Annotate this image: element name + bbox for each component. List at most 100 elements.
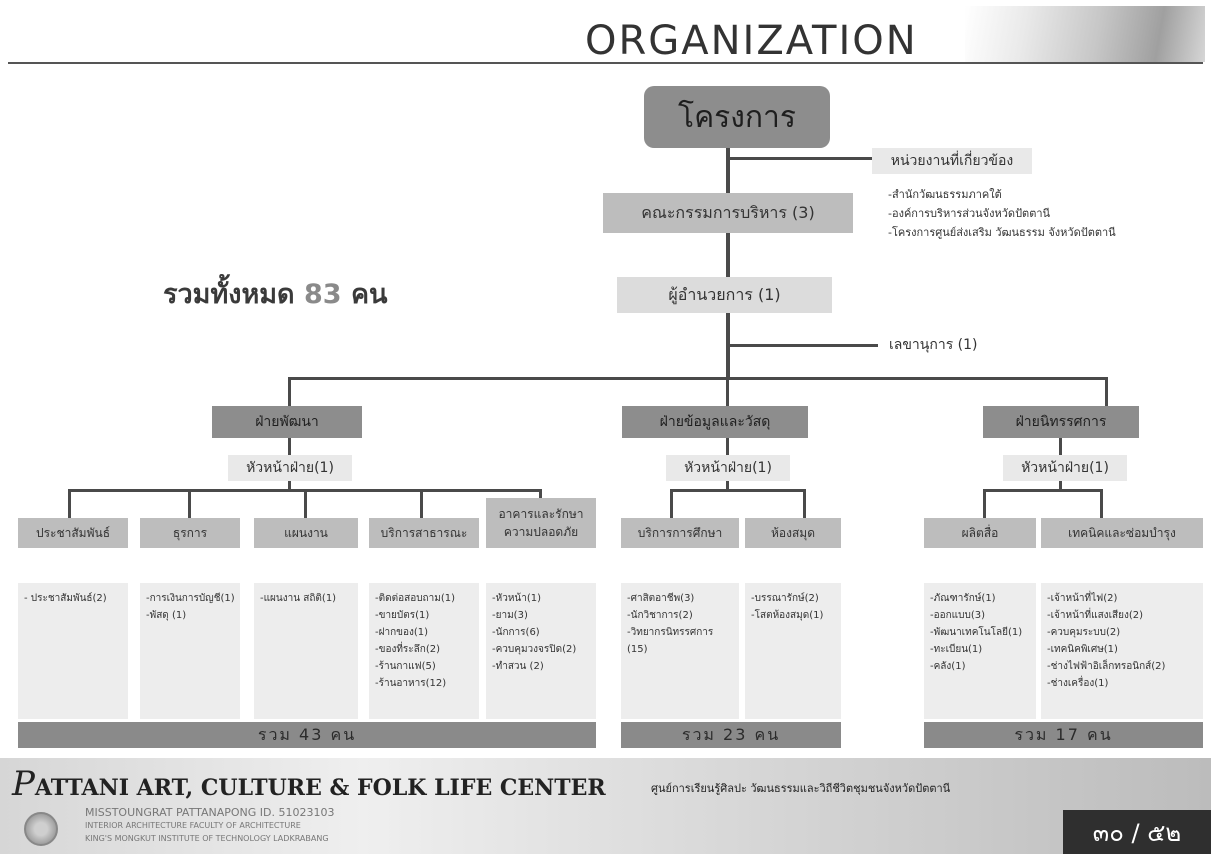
staff-item: -บรรณารักษ์(2) [751,593,819,604]
unit-public-service: บริการสาธารณะ [369,518,479,548]
connector [726,481,729,492]
connector [288,438,291,456]
staff-item: -ร้านกาแฟ(5) [375,661,436,672]
staff-item: (15) [627,644,648,655]
staff-planning: -แผนงาน สถิติ(1) [254,583,358,719]
connector [730,157,872,160]
connector [670,489,806,492]
staff-administration: -การเงินการบัญชี(1) -พัสดุ (1) [140,583,240,719]
staff-item: -ขายบัตร(1) [375,610,430,621]
unit-library: ห้องสมุด [745,518,841,548]
unit-media-production: ผลิตสื่อ [924,518,1036,548]
staff-item: -ติดต่อสอบถาม(1) [375,593,455,604]
header-photo [965,6,1205,62]
staff-item: -ควบคุมวงจรปิด(2) [492,644,577,655]
staff-public-relations: - ประชาสัมพันธ์(2) [18,583,128,719]
staff-item: -หัวหน้า(1) [492,593,542,604]
related-agency: -โครงการศูนย์ส่งเสริม วัฒนธรรม จังหวัดปั… [888,226,1116,239]
connector [188,489,191,519]
connector [670,489,673,519]
staff-item: -ร้านอาหาร(12) [375,678,447,689]
footer-subtitle: ศูนย์การเรียนรู้ศิลปะ วัฒนธรรมและวิถีชีว… [651,782,951,795]
staff-technical-maintenance: -เจ้าหน้าที่ไฟ(2) -เจ้าหน้าที่แสงเสียง(2… [1041,583,1203,719]
staff-item: -เจ้าหน้าที่ไฟ(2) [1047,593,1118,604]
staff-item: -ของที่ระลึก(2) [375,644,441,655]
connector [730,344,878,347]
division-development: ฝ่ายพัฒนา [212,406,362,438]
related-agency: -สำนักวัฒนธรรมภาคใต้ [888,188,1002,201]
total-information: รวม 23 คน [621,722,841,748]
staff-item: -แผนงาน สถิติ(1) [260,593,337,604]
connector [983,489,986,519]
head-information: หัวหน้าฝ่าย(1) [666,455,790,481]
unit-public-relations: ประชาสัมพันธ์ [18,518,128,548]
connector [288,377,1108,380]
connector [288,481,291,492]
author-info: MISSTOUNGRAT PATTANAPONG ID. 51023103 IN… [85,806,334,845]
connector [726,438,729,456]
staff-item: -ทะเบียน(1) [930,644,983,655]
related-agency: -องค์การบริหารส่วนจังหวัดปัตตานี [888,207,1051,220]
connector [288,377,291,407]
total-count: 83 [303,279,342,310]
staff-library: -บรรณารักษ์(2) -โสตห้องสมุด(1) [745,583,841,719]
page-title: ORGANIZATION [585,18,918,64]
header-rule [8,62,1203,64]
connector [1059,438,1062,456]
footer: PATTANI ART, CULTURE & FOLK LIFE CENTER … [0,758,1211,854]
secretary-label: เลขานุการ (1) [889,337,978,353]
brand-name: ATTANI ART, CULTURE & FOLK LIFE CENTER [34,775,606,801]
staff-item: -การเงินการบัญชี(1) [146,593,235,604]
staff-item: -วิทยากรนิทรรศการ [627,627,714,638]
staff-item: -เจ้าหน้าที่แสงเสียง(2) [1047,610,1143,621]
connector [420,489,423,519]
connector [726,146,730,194]
connector [726,312,730,379]
footer-brand: PATTANI ART, CULTURE & FOLK LIFE CENTER [12,764,606,804]
staff-public-service: -ติดต่อสอบถาม(1) -ขายบัตร(1) -ฝากของ(1) … [369,583,479,719]
director-box: ผู้อำนวยการ (1) [617,277,832,313]
staff-item: -ช่างไฟฟ้าอิเล็กทรอนิกส์(2) [1047,661,1166,672]
staff-item: -ยาม(3) [492,610,528,621]
connector [1105,377,1108,407]
committee-box: คณะกรรมการบริหาร (3) [603,193,853,233]
unit-building-security: อาคารและรักษา ความปลอดภัย [486,498,596,548]
staff-item: -ภัณฑารักษ์(1) [930,593,996,604]
unit-administration: ธุรการ [140,518,240,548]
head-exhibition: หัวหน้าฝ่าย(1) [1003,455,1127,481]
connector [1059,481,1062,492]
staff-item: -ฝากของ(1) [375,627,429,638]
connector [304,489,307,519]
total-staff: รวมทั้งหมด 83 คน [163,272,388,315]
total-exhibition: รวม 17 คน [924,722,1203,748]
unit-technical-maintenance: เทคนิคและซ่อมบำรุง [1041,518,1203,548]
staff-item: -ควบคุมระบบ(2) [1047,627,1121,638]
staff-item: - ประชาสัมพันธ์(2) [24,593,107,604]
page-number: ๓๐ / ๕๒ [1063,810,1211,854]
connector [539,489,542,499]
staff-building-security: -หัวหน้า(1) -ยาม(3) -นักการ(6) -ควบคุมวง… [486,583,596,719]
connector [803,489,806,519]
staff-item: -ทำสวน (2) [492,661,544,672]
division-exhibition: ฝ่ายนิทรรศการ [983,406,1139,438]
head-development: หัวหน้าฝ่าย(1) [228,455,352,481]
staff-item: -ศาสิตอาชีพ(3) [627,593,695,604]
unit-education-service: บริการการศึกษา [621,518,739,548]
staff-item: -ช่างเครื่อง(1) [1047,678,1109,689]
faculty-name: INTERIOR ARCHITECTURE FACULTY OF ARCHITE… [85,821,301,830]
staff-item: -นักการ(6) [492,627,540,638]
connector [68,489,71,519]
connector [726,377,729,407]
brand-initial: P [12,764,35,804]
total-development: รวม 43 คน [18,722,596,748]
staff-education-service: -ศาสิตอาชีพ(3) -นักวิชาการ(2) -วิทยากรนิ… [621,583,739,719]
connector [726,232,730,278]
staff-media-production: -ภัณฑารักษ์(1) -ออกแบบ(3) -พัฒนาเทคโนโลย… [924,583,1036,719]
division-information: ฝ่ายข้อมูลและวัสดุ [622,406,808,438]
staff-item: -ออกแบบ(3) [930,610,985,621]
related-agencies-label: หน่วยงานที่เกี่ยวข้อง [872,148,1032,174]
total-prefix: รวมทั้งหมด [163,279,295,310]
connector [1100,489,1103,519]
connector [983,489,1103,492]
project-box: โครงการ [644,86,830,148]
